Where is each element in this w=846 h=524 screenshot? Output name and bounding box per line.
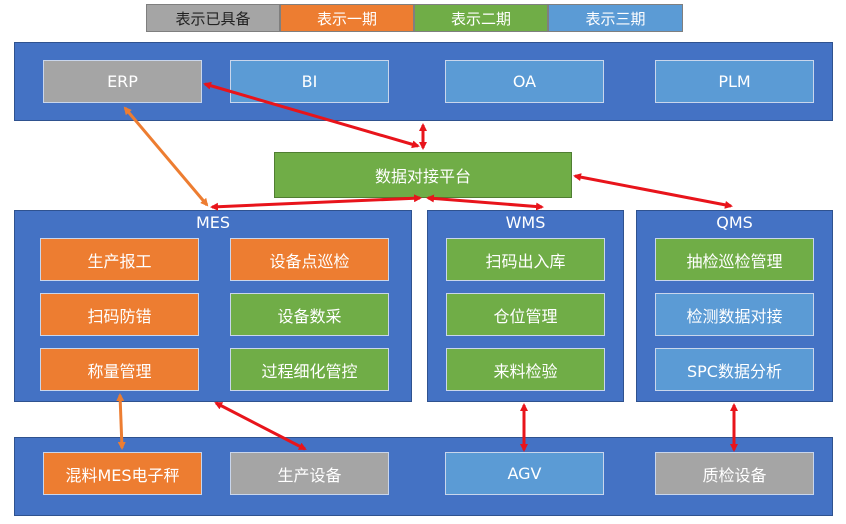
legend-phase3: 表示三期 (548, 4, 683, 32)
arrow-hub-wms (426, 194, 544, 211)
arrow-mes-production (214, 401, 307, 451)
mes-item-process-control: 过程细化管控 (230, 348, 389, 391)
oa-box: OA (445, 60, 604, 103)
wms-title: WMS (505, 213, 546, 232)
arrow-erp-mes (123, 106, 209, 207)
mes-title: MES (195, 213, 231, 232)
device-production-equipment: 生产设备 (230, 452, 389, 495)
arrow-hub-mes (210, 194, 422, 211)
arrow-erp-hub (203, 81, 420, 149)
mes-item-equipment-inspection: 设备点巡检 (230, 238, 389, 281)
arrow-hub-qms (573, 173, 733, 209)
device-mixing-scale: 混料MES电子秤 (43, 452, 202, 495)
qms-item-test-data-integration: 检测数据对接 (655, 293, 814, 336)
plm-box: PLM (655, 60, 814, 103)
wms-item-scan-inout: 扫码出入库 (446, 238, 605, 281)
legend-phase2: 表示二期 (414, 4, 548, 32)
device-agv: AGV (445, 452, 604, 495)
data-integration-platform: 数据对接平台 (274, 152, 572, 198)
qms-item-spc-analysis: SPC数据分析 (655, 348, 814, 391)
mes-item-production-report: 生产报工 (40, 238, 199, 281)
mes-item-scan-error-proofing: 扫码防错 (40, 293, 199, 336)
arrow-mes-scale (116, 393, 126, 450)
erp-box: ERP (43, 60, 202, 103)
device-inspection-equipment: 质检设备 (655, 452, 814, 495)
mes-item-equipment-data-collection: 设备数采 (230, 293, 389, 336)
wms-item-location-management: 仓位管理 (446, 293, 605, 336)
mes-item-weighing-management: 称量管理 (40, 348, 199, 391)
legend-phase1: 表示一期 (280, 4, 414, 32)
wms-item-incoming-inspection: 来料检验 (446, 348, 605, 391)
qms-title: QMS (716, 213, 753, 232)
legend-existing: 表示已具备 (146, 4, 280, 32)
qms-item-sampling-inspection: 抽检巡检管理 (655, 238, 814, 281)
